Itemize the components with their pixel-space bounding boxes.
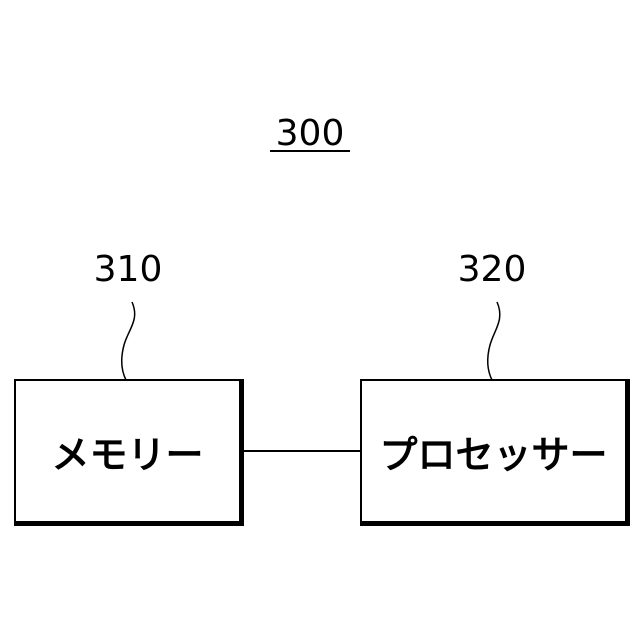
leader-line-320 [488, 302, 500, 380]
memory-block: メモリー [14, 379, 244, 526]
memory-block-label: メモリー [51, 424, 203, 479]
block-ref-320: 320 [458, 252, 527, 288]
processor-block: プロセッサー [360, 379, 630, 526]
block-ref-310: 310 [94, 252, 163, 288]
figure-label: 300 [276, 116, 345, 152]
leader-line-310 [122, 302, 135, 380]
processor-block-label: プロセッサー [379, 424, 607, 479]
